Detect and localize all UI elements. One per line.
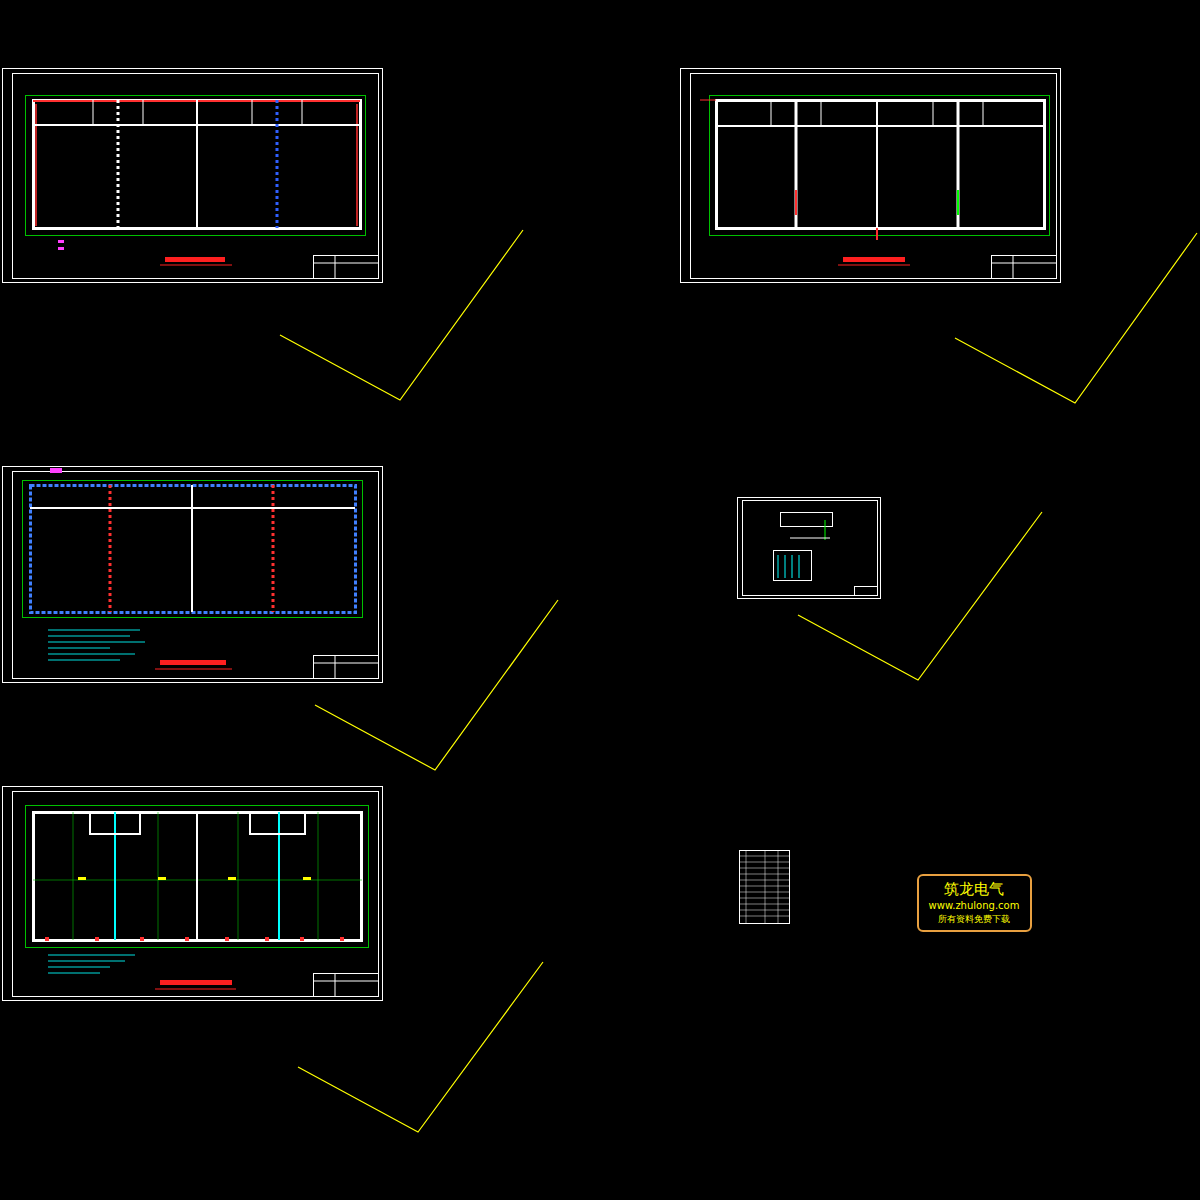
sheet-border	[743, 501, 878, 596]
watermark-text: www.zhulong.com	[929, 899, 1020, 913]
ground-conductor	[109, 485, 112, 612]
power-wire	[957, 190, 959, 215]
dimension-line	[26, 96, 366, 236]
distribution-box	[774, 551, 812, 581]
layout-lines	[280, 230, 1197, 1132]
wall	[278, 812, 280, 940]
wall	[117, 100, 120, 228]
sheet-frame	[3, 69, 383, 283]
notes-lines	[48, 955, 135, 973]
wall	[821, 100, 822, 126]
wall	[795, 100, 798, 228]
watermark-text: 所有资料免费下载	[929, 913, 1020, 926]
wall	[196, 812, 198, 940]
wall	[933, 100, 934, 126]
wall-outline	[34, 813, 362, 941]
sheet-title-bar	[160, 980, 232, 985]
table-frame	[740, 851, 790, 924]
wall	[252, 100, 253, 125]
sheet-frame	[3, 787, 383, 1001]
sheet-power	[681, 69, 1061, 283]
wall	[276, 100, 279, 228]
title-block	[991, 263, 1056, 264]
sheet-frame	[3, 467, 383, 683]
wall	[771, 100, 772, 126]
mark	[50, 468, 62, 473]
title-block	[335, 255, 336, 278]
busbar	[790, 538, 830, 539]
title-block	[313, 263, 378, 264]
watermark-text: 筑龙电气	[929, 880, 1020, 899]
axis-line	[73, 812, 74, 940]
sheet-title-bar	[843, 257, 905, 262]
wall	[716, 125, 1044, 127]
legend-mark	[58, 240, 64, 243]
wall	[983, 100, 984, 126]
power-wire	[876, 228, 878, 240]
title-block	[314, 656, 379, 679]
circuits	[778, 555, 799, 578]
legend-mark	[58, 247, 64, 250]
title-block	[313, 981, 378, 982]
feeder	[825, 520, 826, 540]
title-block	[335, 973, 336, 996]
lighting-wire	[356, 104, 358, 226]
title-block	[314, 256, 379, 279]
title-underline	[160, 265, 232, 266]
sheet-system	[738, 498, 881, 599]
wall	[143, 100, 144, 125]
wall	[957, 100, 960, 228]
ground-ring	[31, 486, 356, 613]
title-block	[313, 663, 378, 664]
outlet-marks	[45, 937, 344, 941]
notes-lines	[48, 630, 145, 660]
dimension-line	[710, 96, 1050, 236]
sheet-title-bar	[165, 257, 225, 262]
sheet-lighting	[3, 69, 383, 283]
title-underline	[155, 669, 232, 670]
title-block	[992, 256, 1057, 279]
lighting-wire	[35, 104, 37, 226]
watermark-box: 筑龙电气www.zhulong.com所有资料免费下载	[917, 874, 1032, 932]
sheet-border	[691, 74, 1057, 279]
material-table	[739, 850, 790, 924]
ground-conductor	[272, 485, 275, 612]
power-wire	[700, 100, 716, 101]
title-underline	[838, 265, 910, 266]
wall-outline	[34, 101, 361, 229]
title-block	[1013, 255, 1014, 278]
sheet-weak-current	[3, 787, 383, 1001]
sheet-border	[13, 792, 379, 997]
dimension-line	[23, 481, 363, 618]
sheet-title-bar	[160, 660, 226, 665]
title-underline	[155, 989, 236, 990]
device-marks	[78, 877, 311, 880]
sheet-frame	[738, 498, 881, 599]
sheet-border	[13, 74, 379, 279]
sheet-grounding	[3, 467, 383, 683]
wall	[876, 100, 878, 228]
wall	[114, 812, 116, 940]
wall	[191, 485, 193, 612]
sheet-frame	[681, 69, 1061, 283]
axis-line	[238, 812, 239, 940]
wall	[93, 100, 94, 125]
title-block	[314, 974, 379, 997]
stair-wall	[90, 812, 305, 834]
power-wire	[795, 190, 797, 215]
axis-line	[158, 812, 159, 940]
dimension-line	[26, 806, 369, 948]
wall	[302, 100, 303, 125]
sheet-border	[13, 472, 379, 679]
wall	[196, 100, 198, 228]
wall-outline	[717, 101, 1045, 229]
axis-line	[318, 812, 319, 940]
title-block	[855, 587, 878, 596]
title-block	[335, 655, 336, 678]
